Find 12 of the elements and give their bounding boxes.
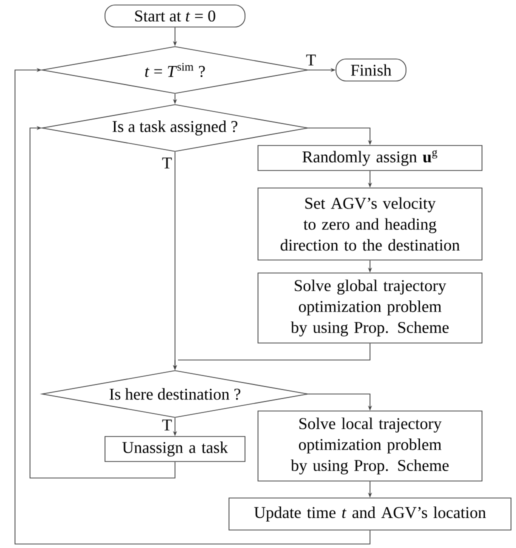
terminal-box: Start at t = 0 [104,4,246,28]
process-box: Set AGV’s velocity to zero and heading direction to the destination [258,188,482,260]
process-box: Update time t and AGV’s location [228,498,512,530]
branch-label: T [161,157,173,169]
process-box: Solve local trajectory optimization problem by using Prop. Scheme [258,410,482,482]
terminal-box: Finish [336,58,406,82]
process-box: Unassign a task [104,436,246,462]
process-box: Randomly assign u$^{g}$ [258,145,482,171]
process-box: Solve global trajectory optimization problem by using Prop. Scheme [258,272,482,344]
arrow [14,68,370,544]
branch-label: T [161,419,173,431]
arrow [30,126,176,478]
